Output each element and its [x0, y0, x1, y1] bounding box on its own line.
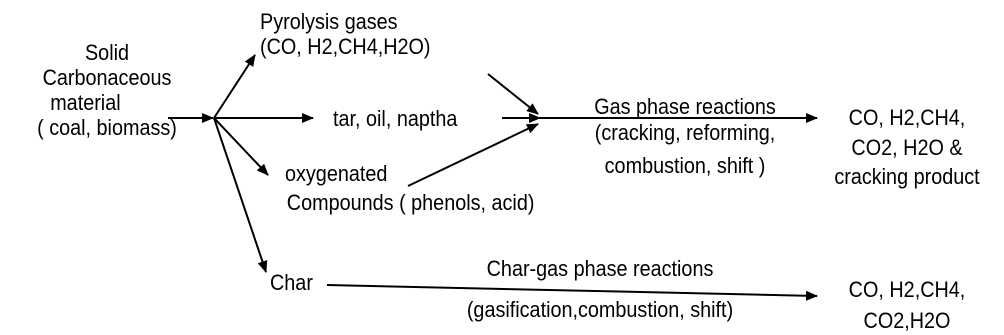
- char-gas-products-label: CO, H2,CH4, CO2,H2O: [820, 277, 995, 333]
- oxygenated-line-2: Compounds ( phenols, acid): [286, 190, 535, 215]
- gas-phase-reactions-line-2: (cracking, reforming,: [594, 120, 776, 145]
- input-line-1: Solid: [84, 40, 130, 65]
- gas-phase-reactions-label: Gas phase reactions (cracking, reforming…: [564, 94, 807, 178]
- arrow-branch-to-char: [213, 117, 268, 273]
- gas-phase-reactions-line-3: combustion, shift ): [604, 153, 766, 178]
- char-gas-products-line-2: CO2,H2O: [863, 308, 951, 333]
- char-text: Char: [270, 270, 313, 295]
- arrow-oxygenated-to-reactions: [407, 123, 539, 187]
- tar-oil-naptha-text: tar, oil, naptha: [333, 106, 458, 131]
- pyrolysis-gases-line-2: (CO, H2,CH4,H2O): [260, 34, 431, 59]
- gas-products-label: CO, H2,CH4, CO2, H2O & cracking product: [820, 105, 995, 189]
- oxygenated-compounds-label: oxygenated Compounds ( phenols, acid): [285, 161, 534, 215]
- char-gas-products-line-1: CO, H2,CH4,: [848, 277, 966, 302]
- gas-products-line-2: CO2, H2O &: [851, 135, 963, 160]
- gas-products-line-3: cracking product: [834, 164, 980, 189]
- char-gas-reactions-label: Char-gas phase reactions (gasification,c…: [447, 256, 753, 322]
- char-gas-reactions-line-2: (gasification,combustion, shift): [466, 297, 734, 322]
- tar-oil-naptha-label: tar, oil, naptha: [333, 106, 457, 131]
- input-line-2: Carbonaceous: [42, 65, 172, 90]
- gas-phase-reactions-line-1: Gas phase reactions: [594, 94, 776, 119]
- arrow-char-to-gas-products: [326, 284, 818, 301]
- pyrolysis-gases-line-1: Pyrolysis gases: [260, 9, 398, 34]
- pyrolysis-gases-label: Pyrolysis gases (CO, H2,CH4,H2O): [260, 9, 431, 59]
- input-line-4: ( coal, biomass): [37, 115, 177, 140]
- gas-products-line-1: CO, H2,CH4,: [848, 105, 966, 130]
- arrow-branch-to-pyrolysis-gases: [213, 54, 256, 119]
- arrow-pyrolysis-gases-to-reactions: [487, 73, 539, 115]
- char-label: Char: [270, 270, 313, 295]
- arrow-branch-to-oxygenated: [213, 117, 269, 176]
- input-line-3: material: [50, 90, 121, 115]
- oxygenated-line-1: oxygenated: [285, 161, 388, 186]
- input-material-label: Solid Carbonaceous material ( coal, biom…: [13, 40, 202, 140]
- char-gas-reactions-line-1: Char-gas phase reactions: [486, 256, 714, 281]
